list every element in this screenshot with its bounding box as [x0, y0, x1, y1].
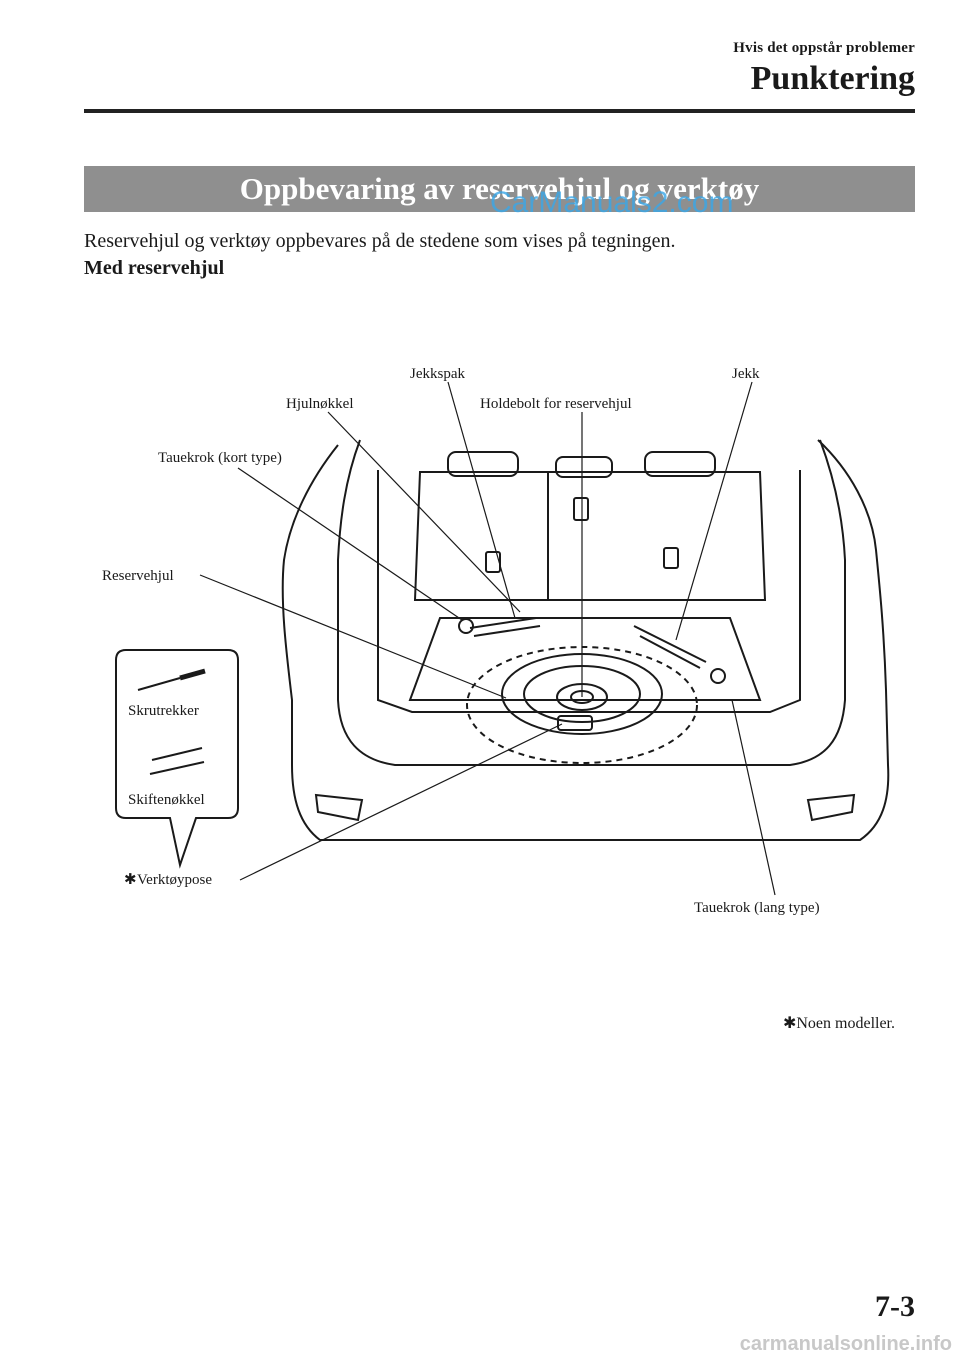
subheading: Med reservehjul: [84, 257, 225, 279]
section-title: Oppbevaring av reservehjul og verktøy: [84, 166, 915, 212]
page-number: 7-3: [875, 1290, 915, 1323]
wrench-icon: [151, 747, 203, 761]
label-hjulnokkel: Hjulnøkkel: [286, 396, 354, 412]
running-header-title: Punktering: [750, 60, 915, 97]
watermark-top: CarManuals2.com: [490, 186, 734, 219]
tool-inset-box: [115, 649, 239, 869]
headrest-right: [644, 451, 716, 477]
headrest-center: [555, 456, 613, 478]
watermark-bottom: carmanualsonline.info: [739, 1333, 952, 1355]
jack: [633, 625, 707, 663]
label-holdebolt: Holdebolt for reservehjul: [480, 396, 632, 412]
leader-lines: [199, 381, 776, 896]
label-skrutrekker: Skrutrekker: [128, 703, 199, 719]
footnote: ✱Noen modeller.: [783, 1013, 895, 1033]
label-verktoypose: Verktøypose: [137, 872, 212, 888]
header-divider: [84, 109, 915, 113]
tool-bag: [557, 715, 593, 731]
jack-lever: [469, 617, 537, 629]
taillight-right: [806, 793, 856, 822]
taillight-left: [314, 793, 364, 822]
label-jekk: Jekk: [732, 366, 760, 382]
rear-seat: [413, 471, 767, 601]
label-reservehjul: Reservehjul: [102, 568, 174, 584]
asterisk-icon: ✱: [782, 1015, 797, 1032]
label-skiftenokkel: Skiftenøkkel: [128, 792, 205, 808]
running-header-section: Hvis det oppstår problemer: [733, 40, 915, 56]
tailgate-opening: [337, 439, 846, 766]
tow-hook-long: [710, 668, 726, 684]
asterisk-icon: ✱: [124, 872, 137, 888]
footnote-text: Noen modeller.: [796, 1015, 895, 1032]
label-jekkspak: Jekkspak: [410, 366, 465, 382]
label-tauekrok-lang: Tauekrok (lang type): [694, 900, 820, 916]
headrest-left: [447, 451, 519, 477]
intro-text: Reservehjul og verktøy oppbevares på de …: [84, 230, 676, 252]
screwdriver-icon: [137, 677, 181, 691]
tow-hook-short: [458, 618, 474, 634]
car-body-outline: [281, 439, 890, 841]
label-tauekrok-kort: Tauekrok (kort type): [158, 450, 282, 466]
